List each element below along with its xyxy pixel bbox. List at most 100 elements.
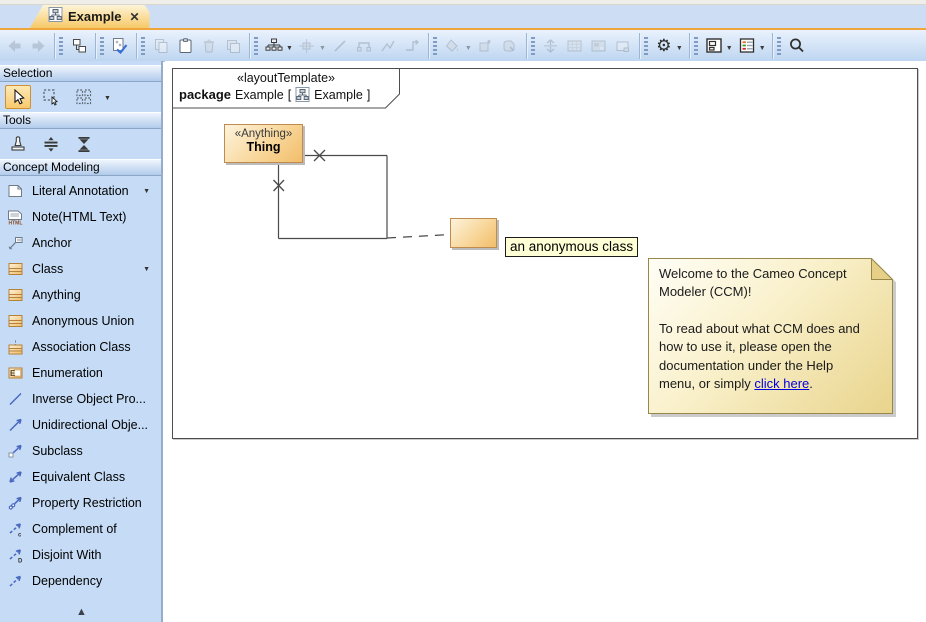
fill-color-icon[interactable] [441,34,465,58]
package-frame-header: «layoutTemplate» package Example [ Examp… [172,68,402,109]
class-name: Thing [225,140,302,154]
toolbar-drag-handle[interactable] [141,37,145,55]
palette-item-association-class[interactable]: Association Class [0,334,161,360]
chevron-down-icon[interactable]: ▼ [465,45,472,52]
paste-with-style-icon[interactable] [221,34,245,58]
diagram-windows-icon[interactable] [702,34,726,58]
concept-modeling-palette: Literal Annotation ▼ HTML Note(HTML Text… [0,176,161,594]
validate-icon[interactable] [108,34,132,58]
palette-item-literal-annotation[interactable]: Literal Annotation ▼ [0,178,161,204]
chevron-down-icon[interactable]: ▼ [759,45,766,52]
palette-item-disjoint-with[interactable]: D Disjoint With [0,542,161,568]
swimlane-icon[interactable] [539,34,563,58]
draw-corner-path-icon[interactable] [352,34,376,58]
copy-icon[interactable] [149,34,173,58]
fit-vertical-tool-button[interactable] [71,132,97,156]
toolbar-drag-handle[interactable] [777,37,781,55]
chevron-down-icon[interactable]: ▼ [143,188,150,195]
palette-item-property-restriction[interactable]: Property Restriction [0,490,161,516]
dependency-icon [7,574,23,589]
class-stereotype: «Anything» [225,128,302,140]
click-here-link[interactable]: click here [754,376,809,391]
marquee-select-tool-button[interactable] [38,85,64,109]
draw-path-icon[interactable] [328,34,352,58]
chevron-down-icon[interactable]: ▼ [726,45,733,52]
paste-icon[interactable] [173,34,197,58]
palette-item-equivalent-class[interactable]: Equivalent Class [0,464,161,490]
close-icon[interactable]: ✕ [129,10,139,24]
chevron-down-icon[interactable]: ▼ [104,95,111,102]
related-elements-icon[interactable] [67,34,91,58]
frame-close-bracket: ] [367,88,370,102]
property-restriction-icon [7,496,23,511]
palette-item-note-html[interactable]: HTML Note(HTML Text) [0,204,161,230]
palette-scroll-up-icon[interactable]: ▲ [0,606,163,618]
legend-icon[interactable] [735,34,759,58]
unidirectional-object-property-icon [7,418,23,433]
disjoint-with-icon: D [7,548,23,563]
palette-item-complement-of[interactable]: c Complement of [0,516,161,542]
forward-icon[interactable] [26,34,50,58]
layout-hierarchy-icon[interactable] [262,34,286,58]
toolbar-drag-handle[interactable] [531,37,535,55]
note-greeting: Welcome to the Cameo Concept Modeler (CC… [659,265,871,302]
section-header-selection: Selection [0,65,161,82]
diagram-palette-sidebar: Selection ▼ Tools Concept Modeling Liter… [0,61,163,622]
tab-example[interactable]: Example ✕ [30,5,150,28]
palette-item-inverse-object-property[interactable]: Inverse Object Pro... [0,386,161,412]
search-icon[interactable] [785,34,809,58]
toolbar-drag-handle[interactable] [644,37,648,55]
palette-item-enumeration[interactable]: E Enumeration [0,360,161,386]
anonymous-class-tooltip: an anonymous class [505,237,638,257]
class-shape-thing[interactable]: «Anything» Thing [224,124,303,163]
show-grid-icon[interactable] [563,34,587,58]
chevron-down-icon[interactable]: ▼ [143,266,150,273]
chevron-down-icon[interactable]: ▼ [319,45,326,52]
vertical-spread-tool-button[interactable] [38,132,64,156]
toolbar-drag-handle[interactable] [254,37,258,55]
literal-annotation-icon [7,184,23,199]
note-html-icon: HTML [7,210,23,225]
settings-gear-icon[interactable]: ⚙ [652,34,676,58]
inverse-object-property-icon [7,392,23,407]
equivalent-class-icon [7,470,23,485]
anonymous-union-icon [7,314,23,329]
tab-title: Example [68,9,121,24]
toolbar-drag-handle[interactable] [100,37,104,55]
palette-item-anything[interactable]: Anything [0,282,161,308]
draw-rectilinear-path-icon[interactable] [400,34,424,58]
frame-name: Example [235,88,284,102]
bring-forward-icon[interactable] [474,34,498,58]
palette-item-subclass[interactable]: Subclass [0,438,161,464]
note-fold-corner [871,258,893,280]
anonymous-class-shape[interactable] [450,218,497,248]
svg-text:c: c [18,532,22,537]
frame-diagram-name: Example [314,88,363,102]
note-body: To read about what CCM does and how to u… [659,320,871,394]
back-icon[interactable] [2,34,26,58]
pointer-tool-button[interactable] [5,85,31,109]
diagram-icon [48,7,63,27]
diagram-canvas[interactable]: «layoutTemplate» package Example [ Examp… [165,61,926,622]
multi-select-tool-button[interactable] [71,85,97,109]
toolbar-drag-handle[interactable] [433,37,437,55]
palette-item-class[interactable]: Class ▼ [0,256,161,282]
toolbar-drag-handle[interactable] [694,37,698,55]
toolbar-drag-handle[interactable] [59,37,63,55]
chevron-down-icon[interactable]: ▼ [676,45,683,52]
sticky-stamp-tool-button[interactable] [5,132,31,156]
palette-item-dependency[interactable]: Dependency [0,568,161,594]
enumeration-icon: E [7,366,23,381]
complement-of-icon: c [7,522,23,537]
apply-style-icon[interactable] [498,34,522,58]
chevron-down-icon[interactable]: ▼ [286,45,293,52]
palette-item-unidirectional-object-property[interactable]: Unidirectional Obje... [0,412,161,438]
welcome-note[interactable]: Welcome to the Cameo Concept Modeler (CC… [648,258,893,414]
delete-icon[interactable] [197,34,221,58]
palette-item-anchor[interactable]: Anchor [0,230,161,256]
draw-oblique-path-icon[interactable] [376,34,400,58]
palette-item-anonymous-union[interactable]: Anonymous Union [0,308,161,334]
window-shape-icon[interactable] [611,34,635,58]
align-icon[interactable] [295,34,319,58]
image-shape-icon[interactable] [587,34,611,58]
